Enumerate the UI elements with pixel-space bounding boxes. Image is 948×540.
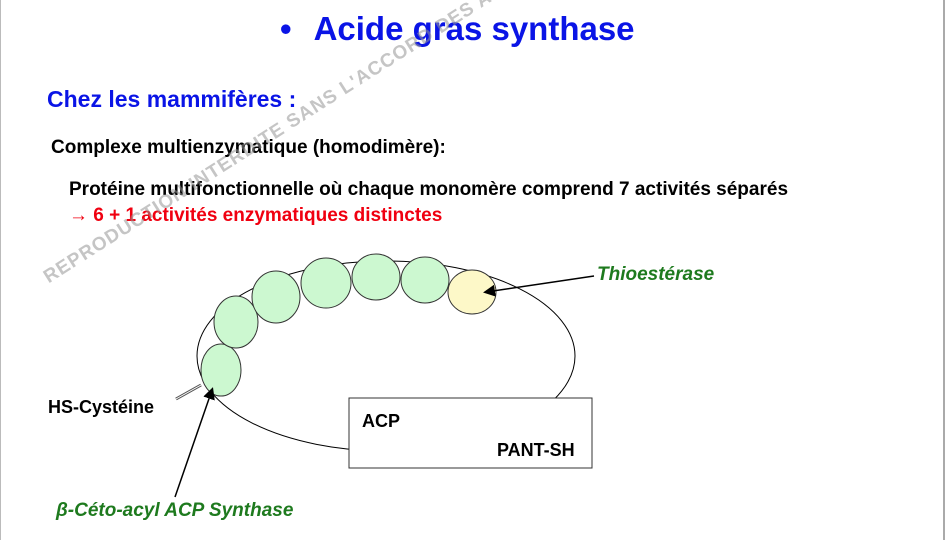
ketoacyl-synthase-label: β-Céto-acyl ACP Synthase xyxy=(56,500,294,521)
domains xyxy=(200,253,497,397)
protein-line: Protéine multifonctionnelle où chaque mo… xyxy=(69,179,789,200)
pant-sh-label: PANT-SH xyxy=(497,440,575,460)
domain-5 xyxy=(351,253,401,301)
title-text: Acide gras synthase xyxy=(313,10,635,47)
acp-box xyxy=(348,397,593,469)
slide-right-edge xyxy=(943,0,945,540)
domain-4 xyxy=(300,257,352,309)
thioesterase-label: Thioestérase xyxy=(597,264,715,285)
domain-6 xyxy=(400,256,450,304)
complex-line: Complexe multienzymatique (homodimère): xyxy=(51,137,446,158)
domain-3 xyxy=(251,270,301,324)
subtitle: Chez les mammifères : xyxy=(47,86,297,112)
domain-thioesterase xyxy=(447,269,497,315)
slide-title: • Acide gras synthase xyxy=(280,10,635,48)
slide-left-edge xyxy=(0,0,1,540)
thio-arrow xyxy=(483,275,595,297)
hs-cysteine-label: HS-Cystéine xyxy=(48,397,155,417)
activities-line: → 6 + 1 activités enzymatiques distincte… xyxy=(69,205,443,226)
title-bullet: • xyxy=(280,10,292,47)
acp-label: ACP xyxy=(362,411,401,431)
ks-arrow xyxy=(174,387,215,498)
hs-connector-inner xyxy=(175,384,202,400)
domain-ks xyxy=(200,343,242,397)
domain-2 xyxy=(213,295,259,349)
